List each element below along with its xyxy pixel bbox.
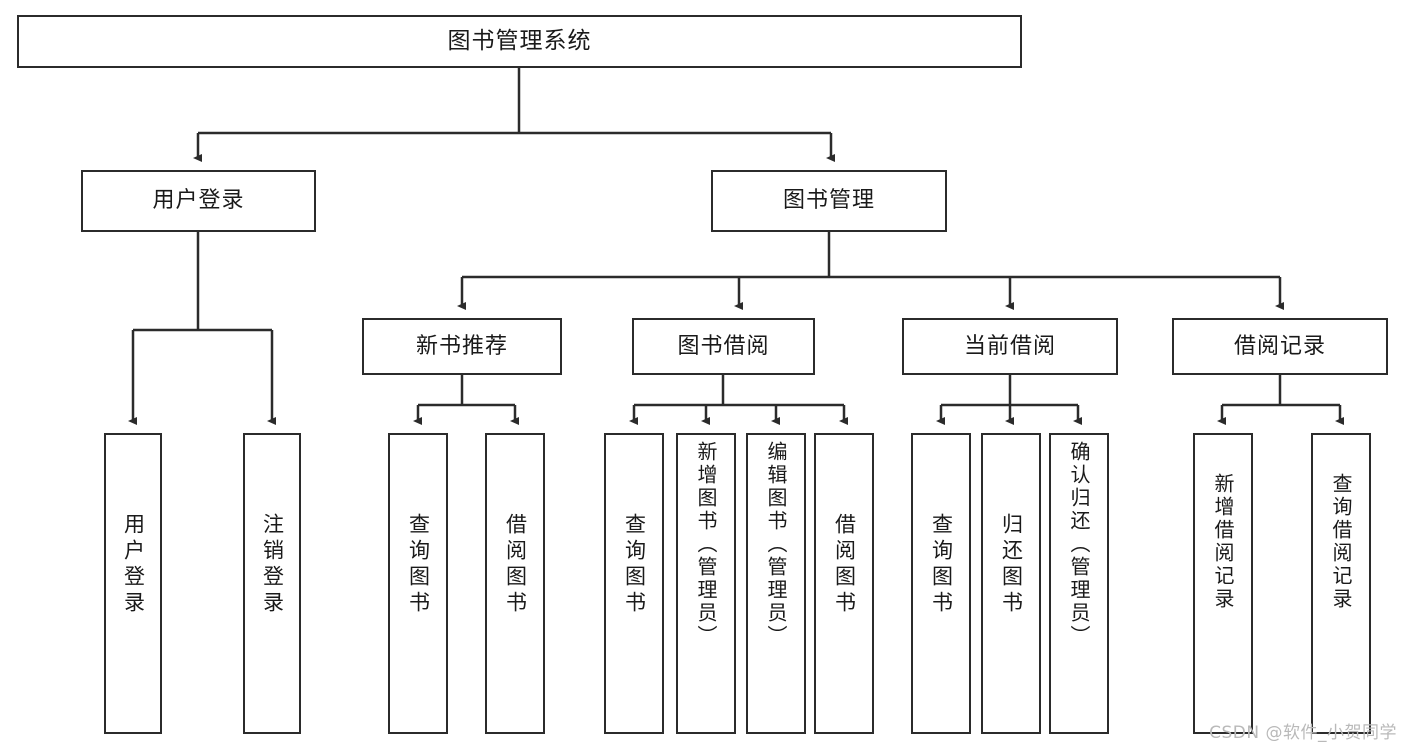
node-label: 注销登录: [260, 513, 285, 617]
node-label: 图书管理: [782, 188, 875, 213]
node-label: 当前借阅: [963, 333, 1056, 359]
node-label: 用户登录: [121, 513, 146, 617]
node-borrow-record[interactable]: 借阅记录: [1172, 318, 1388, 375]
node-leaf-borrow-book-2[interactable]: 借阅图书: [814, 433, 874, 734]
node-new-book-recommend[interactable]: 新书推荐: [362, 318, 562, 375]
node-leaf-query-book-2[interactable]: 查询图书: [604, 433, 664, 734]
watermark: CSDN @软件_小贺同学: [1209, 723, 1397, 743]
node-label: 新增借阅记录: [1211, 473, 1235, 611]
node-leaf-return-book[interactable]: 归还图书: [981, 433, 1041, 734]
node-leaf-borrow-book-1[interactable]: 借阅图书: [485, 433, 545, 734]
node-label: 编辑图书（管理员）: [764, 441, 788, 648]
node-root-system[interactable]: 图书管理系统: [17, 15, 1022, 68]
node-leaf-query-record[interactable]: 查询借阅记录: [1311, 433, 1371, 734]
node-label: 新增图书（管理员）: [694, 441, 718, 648]
node-label: 查询借阅记录: [1329, 473, 1353, 611]
node-label: 图书借阅: [677, 333, 770, 359]
node-book-borrow[interactable]: 图书借阅: [632, 318, 815, 375]
node-label: 查询图书: [622, 513, 647, 617]
node-leaf-confirm-return[interactable]: 确认归还（管理员）: [1049, 433, 1109, 734]
node-leaf-user-logout[interactable]: 注销登录: [243, 433, 301, 734]
node-current-borrow[interactable]: 当前借阅: [902, 318, 1118, 375]
node-label: 用户登录: [152, 188, 245, 213]
node-leaf-edit-book[interactable]: 编辑图书（管理员）: [746, 433, 806, 734]
node-label: 借阅记录: [1233, 333, 1326, 359]
node-leaf-query-book-3[interactable]: 查询图书: [911, 433, 971, 734]
node-leaf-add-record[interactable]: 新增借阅记录: [1193, 433, 1253, 734]
node-label: 归还图书: [999, 513, 1024, 617]
node-leaf-add-book[interactable]: 新增图书（管理员）: [676, 433, 736, 734]
node-label: 新书推荐: [415, 333, 508, 359]
node-book-manage[interactable]: 图书管理: [711, 170, 947, 232]
node-leaf-user-login[interactable]: 用户登录: [104, 433, 162, 734]
node-user-login[interactable]: 用户登录: [81, 170, 316, 232]
node-label: 图书管理系统: [447, 28, 592, 54]
node-label: 确认归还（管理员）: [1067, 441, 1091, 648]
node-label: 查询图书: [406, 513, 431, 617]
node-leaf-query-book-1[interactable]: 查询图书: [388, 433, 448, 734]
node-label: 查询图书: [929, 513, 954, 617]
node-label: 借阅图书: [503, 513, 528, 617]
node-label: 借阅图书: [832, 513, 857, 617]
